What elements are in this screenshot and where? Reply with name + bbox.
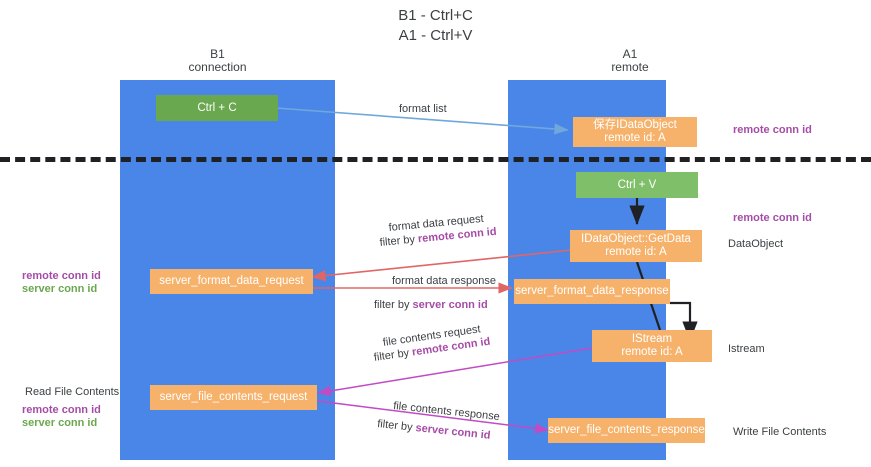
side-label-remote-conn-id-mid: remote conn id [733,212,812,224]
column-header-left: B1 connection [188,47,247,74]
column-header-right: A1 remote [611,47,649,74]
label-format-data-response-filter: filter by server conn id [374,298,488,312]
box-server-format-data-request[interactable]: server_format_data_request [150,269,313,294]
side-label-left-server-conn-id: server conn id [22,283,98,295]
box-server-file-contents-request[interactable]: server_file_contents_request [150,385,317,410]
filter-prefix: filter by [374,299,413,311]
box-ctrl-c[interactable]: Ctrl + C [156,95,278,121]
side-label-read-file-contents: Read File Contents [25,386,120,398]
filter-prefix: filter by [379,233,419,249]
box-save-idataobject[interactable]: 保存IDataObject remote id: A [573,117,697,147]
box-server-format-data-response[interactable]: server_format_data_response [514,279,670,304]
filter-key: server conn id [414,422,491,442]
side-label-left-remote-conn-id: remote conn id [22,270,101,282]
filter-prefix: filter by [376,417,417,434]
side-label-left-remote-conn-id-2: remote conn id [22,404,101,416]
side-label-dataobject: DataObject [728,238,784,250]
filter-prefix: filter by [373,346,413,364]
side-label-write-file-contents: Write File Contents [733,426,827,438]
side-label-remote-conn-id-top: remote conn id [733,124,812,136]
section-divider [0,157,871,162]
box-idataobject-getdata[interactable]: IDataObject::GetData remote id: A [570,230,702,262]
side-label-left-server-conn-id-2: server conn id [22,417,98,429]
box-server-file-contents-response[interactable]: server_file_contents_response [548,418,705,443]
box-ctrl-v[interactable]: Ctrl + V [576,172,698,198]
page-title: B1 - Ctrl+C A1 - Ctrl+V [398,7,473,44]
label-format-data-response: format data response [392,275,496,287]
box-istream[interactable]: IStream remote id: A [592,330,712,362]
filter-key: server conn id [412,299,488,311]
side-label-istream: Istream [728,343,765,355]
label-format-list: format list [399,103,447,115]
